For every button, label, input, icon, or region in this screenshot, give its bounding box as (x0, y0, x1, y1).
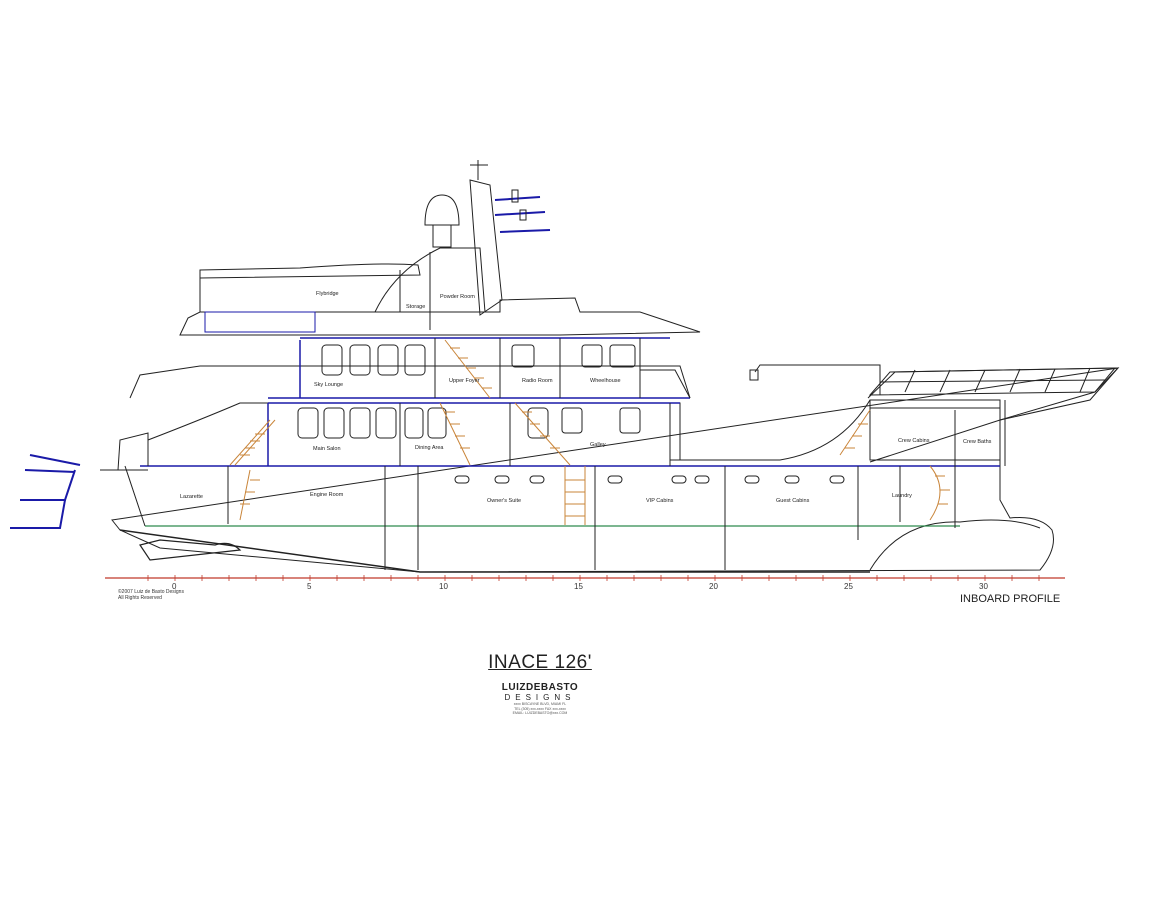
room-owners: Owner's Suite (487, 498, 521, 504)
scale-bar: 0 5 10 15 20 25 30 (105, 575, 1065, 591)
copyright-line-1: ©2007 Luiz de Basto Designs (118, 589, 184, 595)
room-laundry: Laundry (892, 493, 912, 499)
propeller (139, 539, 242, 561)
scale-tick-30: 30 (979, 582, 988, 591)
scale-tick-0: 0 (172, 582, 177, 591)
designer-logo-sub: DESIGNS (504, 693, 576, 702)
room-engine: Engine Room (310, 492, 344, 498)
scale-tick-25: 25 (844, 582, 853, 591)
room-sky-lounge: Sky Lounge (314, 382, 343, 388)
crane (754, 364, 881, 395)
room-storage: Storage (406, 304, 425, 310)
room-crew-cabins: Crew Cabins (898, 438, 930, 444)
scale-tick-10: 10 (439, 582, 448, 591)
scale-tick-20: 20 (709, 582, 718, 591)
room-powder: Powder Room (440, 294, 475, 300)
room-main-salon: Main Salon (313, 446, 341, 452)
copyright-note: ©2007 Luiz de Basto Designs All Rights R… (118, 589, 184, 601)
inboard-profile-label: INBOARD PROFILE (960, 593, 1061, 605)
room-guest: Guest Cabins (776, 498, 810, 504)
mast (469, 179, 503, 316)
drawing-title: INACE 126' (488, 652, 592, 673)
room-crew-baths: Crew Baths (963, 439, 992, 445)
radar-dome (424, 194, 460, 226)
bow-panels (868, 367, 1117, 396)
main-deck-outline (147, 402, 681, 466)
room-vip: VIP Cabins (646, 498, 674, 504)
upper-deck-outline (129, 365, 691, 399)
title-block: INACE 126' LUIZDEBASTO DESIGNS xxxx BISC… (440, 652, 640, 716)
room-galley: Galley (590, 442, 606, 448)
hull-outline (111, 367, 1120, 573)
radar-arch (374, 247, 486, 313)
room-upper-foyer: Upper Foyer (449, 378, 480, 384)
scale-tick-15: 15 (574, 582, 583, 591)
logo-address-2: TEL (305) xxx-xxxx FAX xxx-xxxx (514, 706, 566, 711)
flybridge-outline (179, 297, 701, 336)
room-wheelhouse: Wheelhouse (590, 378, 621, 384)
room-labels: Flybridge Storage Powder Room Sky Lounge… (180, 291, 992, 504)
logo-address-1: xxxx BISCAYNE BLVD, MIAMI FL (513, 702, 567, 706)
room-flybridge: Flybridge (316, 291, 339, 297)
room-lazarette: Lazarette (180, 494, 203, 500)
room-dining: Dining Area (415, 445, 444, 451)
logo-address-3: EMAIL: LUIZDEBASTO@xxx.COM (512, 711, 568, 715)
copyright-line-2: All Rights Reserved (118, 595, 162, 601)
bow-bulwark (867, 367, 1120, 463)
designer-logo: LUIZDEBASTO (501, 682, 579, 693)
foredeck-curve (670, 399, 871, 461)
stern (117, 432, 149, 471)
bulbous-bow (869, 519, 1041, 571)
scale-tick-5: 5 (307, 582, 312, 591)
room-radio: Radio Room (522, 378, 553, 384)
